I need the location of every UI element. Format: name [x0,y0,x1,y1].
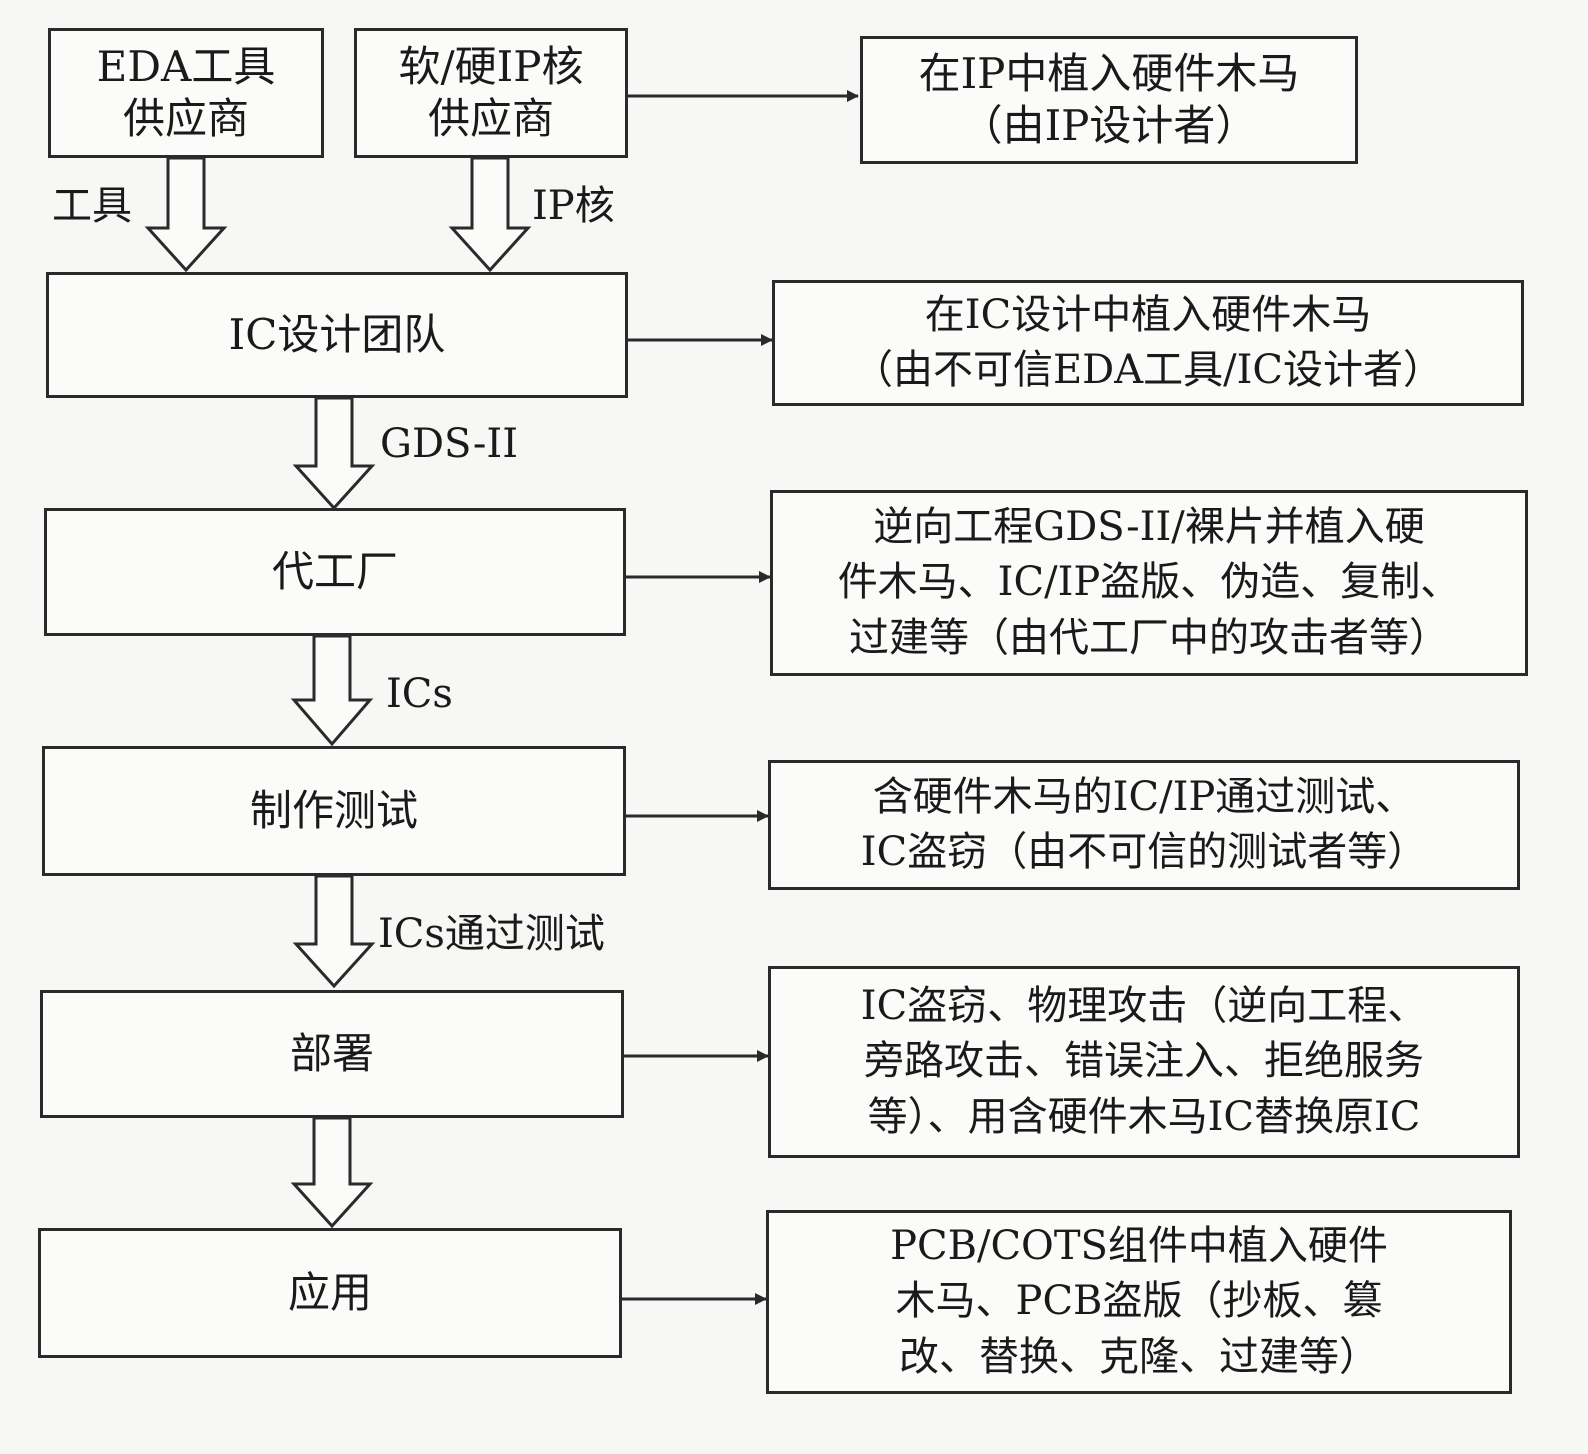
tools-flow-label: 工具 [52,183,132,229]
ip-core-flow-label: IP核 [532,183,615,229]
threat-line: 等）、用含硬件木马IC替换原IC [867,1093,1421,1140]
eda-supplier-line1: EDA工具 [96,41,276,91]
ip-supplier-box: 软/硬IP核 供应商 [354,28,628,158]
threat-box-application: PCB/COTS组件中植入硬件 木马、PCB盗版（抄板、篡 改、替换、克隆、过建… [766,1210,1512,1394]
threat-line: 件木马、IC/IP盗版、伪造、复制、 [837,559,1461,606]
threat-line: 改、替换、克隆、过建等） [899,1333,1379,1380]
flow-arrow-ics [290,634,374,747]
ip-threat-line1: 在IP中植入硬件木马 [918,48,1300,98]
threat-line: 木马、PCB盗版（抄板、篡 [895,1278,1383,1325]
threat-line: 在IC设计中植入硬件木马 [924,291,1372,338]
flow-arrow-ip-core [448,156,532,273]
threat-line: 过建等（由代工厂中的攻击者等） [849,614,1449,661]
stage-ic-design-team: IC设计团队 [46,272,628,398]
eda-supplier-line2: 供应商 [122,94,249,143]
flow-arrow-deploy [290,1116,374,1229]
stage-name: 部署 [289,1029,374,1079]
ics-flow-label: ICs [386,671,453,717]
stage-application: 应用 [38,1228,622,1358]
tested-ics-flow-label: ICs通过测试 [378,911,605,957]
threat-box-foundry: 逆向工程GDS-II/裸片并植入硬 件木马、IC/IP盗版、伪造、复制、 过建等… [770,490,1528,676]
threat-line: IC盗窃（由不可信的测试者等） [860,829,1428,875]
threat-box-ic-design: 在IC设计中植入硬件木马 （由不可信EDA工具/IC设计者） [772,280,1524,406]
gds-flow-label: GDS-II [380,421,519,467]
flow-arrow-gds [292,396,376,511]
threat-line: 含硬件木马的IC/IP通过测试、 [872,773,1416,820]
threat-line: 逆向工程GDS-II/裸片并植入硬 [873,504,1425,551]
threat-line: IC盗窃、物理攻击（逆向工程、 [860,983,1428,1030]
flow-arrow-tools [144,156,228,273]
threat-box-deployment: IC盗窃、物理攻击（逆向工程、 旁路攻击、错误注入、拒绝服务 等）、用含硬件木马… [768,966,1520,1158]
eda-supplier-box: EDA工具 供应商 [48,28,324,158]
stage-name: 制作测试 [249,786,418,836]
stage-fabrication-test: 制作测试 [42,746,626,876]
threat-line: （由不可信EDA工具/IC设计者） [852,347,1444,393]
stage-foundry: 代工厂 [44,508,626,636]
stage-name: IC设计团队 [228,310,446,360]
ip-supplier-line2: 供应商 [427,94,554,143]
ip-supplier-line1: 软/硬IP核 [398,41,584,91]
ip-threat-box: 在IP中植入硬件木马 （由IP设计者） [860,36,1358,164]
stage-name: 应用 [287,1268,372,1318]
threat-line: PCB/COTS组件中植入硬件 [890,1223,1388,1270]
threat-line: 旁路攻击、错误注入、拒绝服务 [864,1038,1424,1085]
flow-arrow-tested-ics [292,874,376,989]
ip-threat-line2: （由IP设计者） [960,101,1258,150]
stage-name: 代工厂 [271,547,398,597]
threat-box-fabrication-test: 含硬件木马的IC/IP通过测试、 IC盗窃（由不可信的测试者等） [768,760,1520,890]
stage-deployment: 部署 [40,990,624,1118]
